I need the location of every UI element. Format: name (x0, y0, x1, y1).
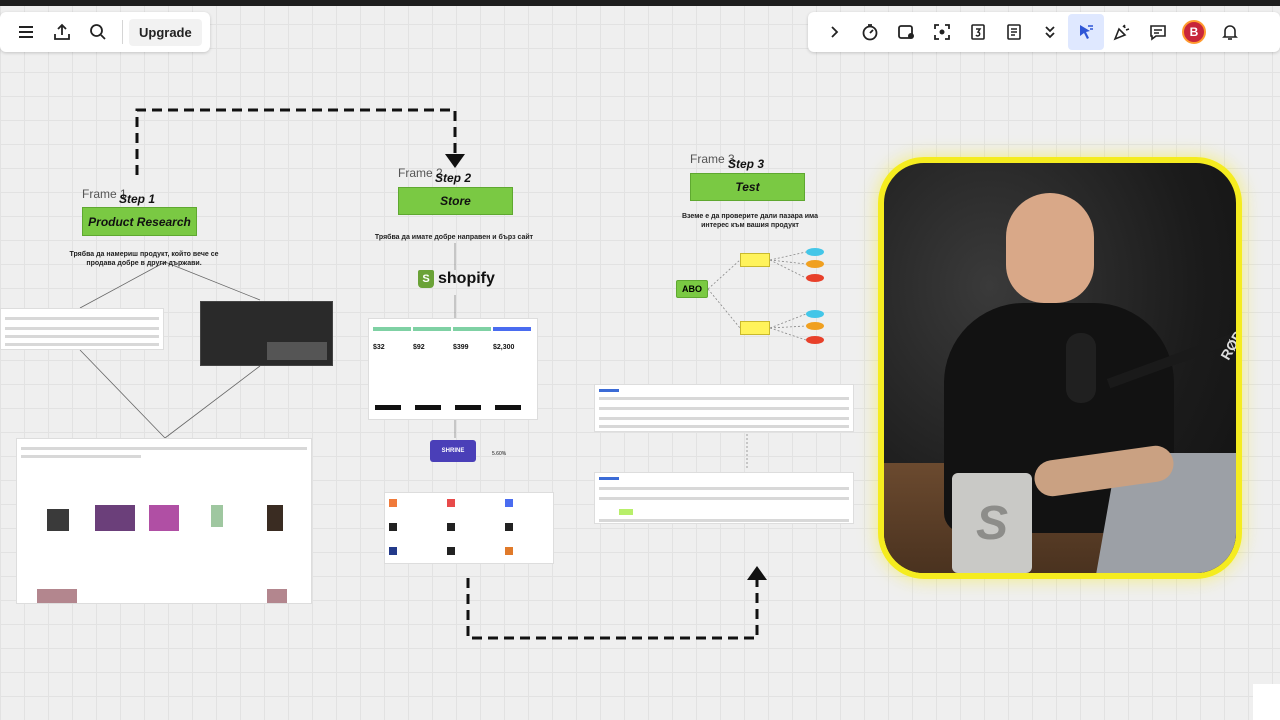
adset-node-bottom[interactable] (740, 321, 770, 335)
party-popper-icon (1113, 24, 1130, 41)
cursor-icon (1080, 25, 1093, 39)
frame-2-label: Frame 2 (398, 166, 443, 180)
double-chevron-down-icon (1045, 26, 1055, 39)
celebrate-button[interactable] (1104, 14, 1140, 50)
price-basic: $32 (373, 344, 385, 351)
arrow-up-head (747, 566, 767, 580)
right-toolbar: B (808, 12, 1280, 52)
research-thumbnail-table[interactable] (0, 308, 164, 350)
menu-button[interactable] (8, 14, 44, 50)
price-plus: $2,300 (493, 344, 515, 351)
step-3-description: Вземе е да проверите дали пазара има инт… (681, 213, 819, 229)
frame-3-label: Frame 3 (690, 152, 735, 166)
product-research-box[interactable]: Product Research (82, 207, 197, 236)
ads-manager-screenshot-1[interactable] (594, 384, 854, 432)
number-three-icon (971, 24, 985, 40)
step-2-description: Трябва да имате добре направен и бърз са… (374, 234, 534, 241)
hamburger-icon (19, 26, 33, 38)
microphone (1066, 333, 1096, 403)
shopify-logo: S shopify (418, 270, 495, 288)
corner-panel (1253, 684, 1280, 720)
comment-icon (1150, 25, 1166, 41)
shopify-logo-text: shopify (438, 270, 495, 287)
count-button[interactable] (960, 14, 996, 50)
price-advanced: $399 (453, 344, 469, 351)
test-links (707, 251, 807, 470)
adset-node-top[interactable] (740, 253, 770, 267)
notifications-button[interactable] (1212, 14, 1248, 50)
ad-node-orange[interactable] (806, 260, 824, 268)
left-toolbar: Upgrade (0, 12, 210, 52)
focus-frame-icon (934, 24, 950, 40)
bell-icon (1222, 25, 1238, 40)
chevron-right-icon (831, 26, 839, 38)
search-button[interactable] (80, 14, 116, 50)
step-2-title: Step 2 (435, 171, 472, 185)
apps-list-screenshot[interactable] (384, 492, 554, 564)
research-thumbnail-dark[interactable] (200, 301, 333, 366)
ad-node-red[interactable] (806, 274, 824, 282)
shopify-pricing-screenshot[interactable] (368, 318, 538, 420)
ads-library-screenshot[interactable] (16, 438, 312, 604)
notes-button[interactable] (996, 14, 1032, 50)
price-shopify: $92 (413, 344, 425, 351)
ad-node-red-2[interactable] (806, 336, 824, 344)
toolbar-divider (122, 20, 123, 44)
test-box[interactable]: Test (690, 173, 805, 201)
shrine-theme-logo: SHRINE (430, 440, 476, 462)
focus-button[interactable] (924, 14, 960, 50)
step-1-title: Step 1 (119, 192, 156, 206)
timer-button[interactable] (852, 14, 888, 50)
presenter-head (1006, 193, 1094, 303)
step-3-title: Step 3 (728, 157, 765, 171)
upload-icon (54, 23, 70, 40)
select-tool-button[interactable] (1068, 14, 1104, 50)
document-icon (1007, 24, 1021, 40)
upgrade-button[interactable]: Upgrade (129, 18, 202, 46)
shopify-bag-icon: S (418, 270, 434, 288)
ads-manager-screenshot-2[interactable] (594, 472, 854, 524)
ad-node-blue-2[interactable] (806, 310, 824, 318)
step-1-description: Трябва да намериш продукт, който вече се… (69, 251, 219, 267)
video-record-icon (898, 25, 914, 39)
record-button[interactable] (888, 14, 924, 50)
comments-button[interactable] (1140, 14, 1176, 50)
arrow-down-head (445, 154, 465, 168)
top-strip (0, 0, 1280, 6)
webcam-overlay: S RØDE (878, 157, 1242, 579)
ad-node-orange-2[interactable] (806, 322, 824, 330)
profile-button[interactable]: B (1176, 14, 1212, 50)
shopify-bag-prop-icon: S (952, 473, 1032, 573)
conversion-rate: 5.60% (492, 451, 507, 457)
frame-1-label: Frame 1 (82, 187, 127, 201)
dashed-connector-bottom (466, 578, 759, 640)
more-button[interactable] (1032, 14, 1068, 50)
expand-button[interactable] (816, 14, 852, 50)
ad-node-blue[interactable] (806, 248, 824, 256)
export-button[interactable] (44, 14, 80, 50)
avatar: B (1182, 20, 1206, 44)
search-icon (90, 24, 106, 40)
timer-icon (862, 24, 878, 41)
store-box[interactable]: Store (398, 187, 513, 215)
abo-node[interactable]: ABO (676, 280, 708, 298)
